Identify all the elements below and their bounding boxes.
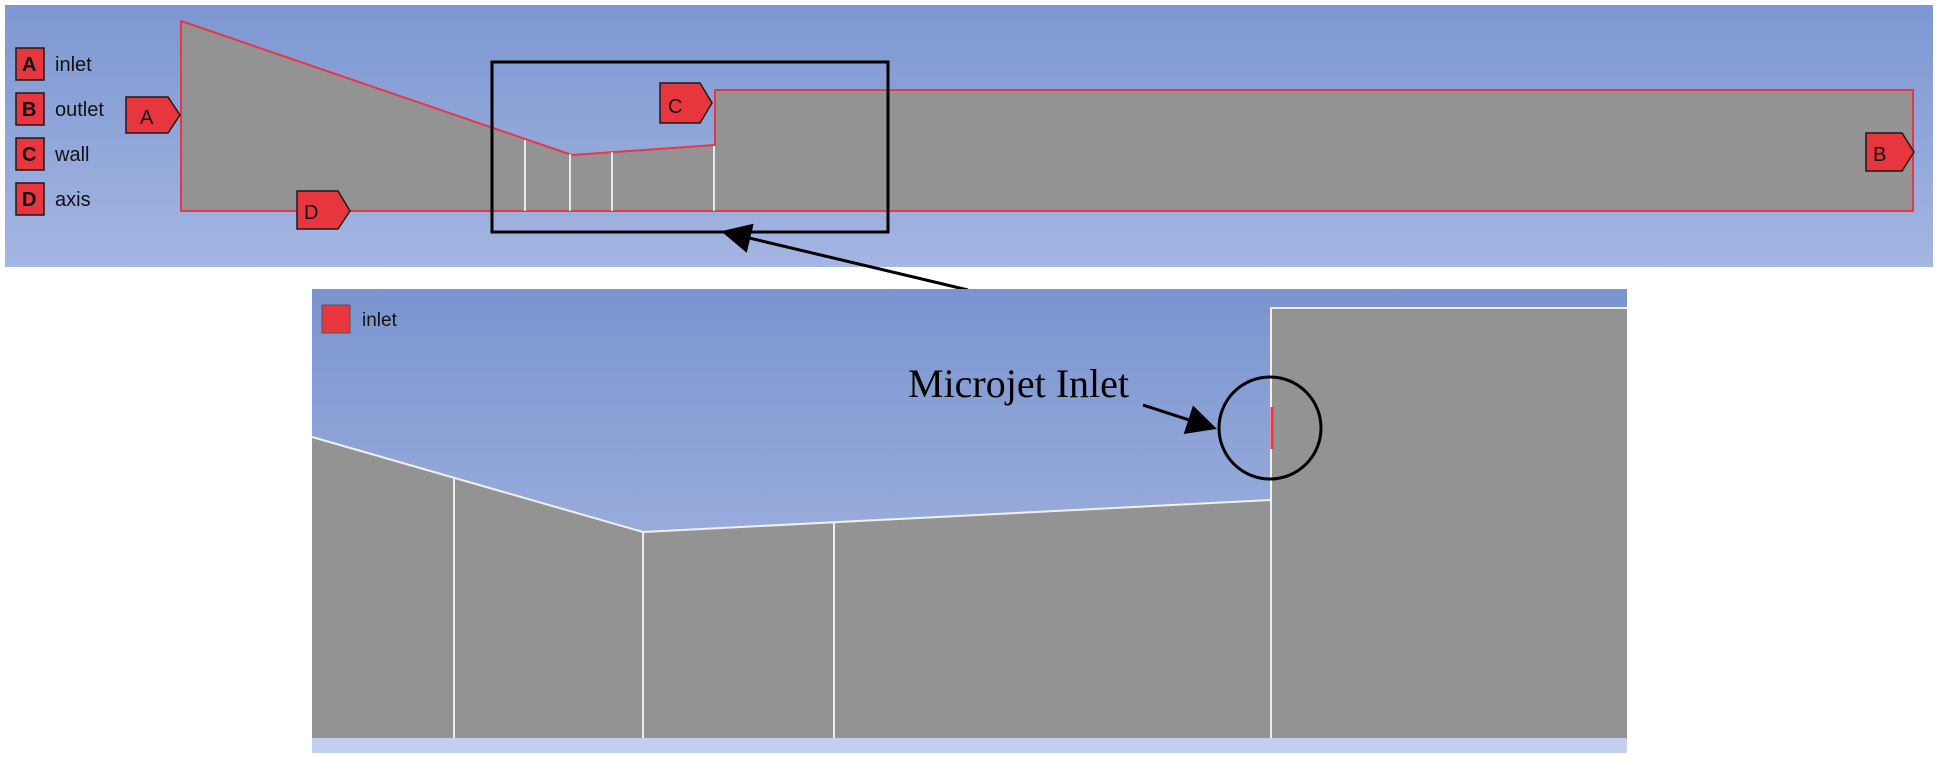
zoom-view-panel: Microjet Inlet inlet (311, 289, 1627, 753)
tag-axis: D (296, 190, 351, 230)
legend-swatch (15, 137, 45, 171)
tag-shape (659, 82, 713, 124)
zoom-legend-item-inlet: inlet (321, 304, 398, 334)
legend-item-outlet: B outlet (15, 92, 104, 126)
legend-label: outlet (55, 99, 104, 121)
tag-shape (1865, 132, 1915, 172)
legend-label: inlet (362, 310, 398, 331)
boundary-legend: A inlet B outlet C wall D axis (15, 47, 104, 216)
legend-letter: B (22, 99, 36, 121)
domain-geometry (180, 19, 1914, 212)
tag-shape (296, 190, 351, 230)
legend-item-axis: D axis (15, 182, 91, 216)
legend-swatch (15, 182, 45, 216)
top-view-panel: A C D B A inlet B outlet (5, 5, 1933, 267)
zoom-block-lines (453, 478, 1272, 738)
tag-inlet: A (125, 96, 181, 134)
microjet-inlet-annotation: Microjet Inlet (908, 361, 1129, 406)
legend-swatch (15, 92, 45, 126)
microjet-highlight-circle (1217, 375, 1323, 481)
legend-letter: A (22, 54, 36, 76)
legend-label: inlet (55, 54, 92, 76)
legend-swatch (15, 47, 45, 81)
tag-outlet: B (1865, 132, 1915, 172)
tag-letter: B (1873, 144, 1886, 166)
legend-letter: C (22, 144, 36, 166)
zoom-region-box (490, 60, 890, 234)
tag-letter: A (140, 107, 154, 129)
zoom-connector-arrow (721, 223, 969, 292)
legend-label: wall (54, 144, 89, 166)
tag-shape (125, 96, 181, 134)
tag-letter: D (304, 202, 318, 224)
zoom-bottom-strip (312, 738, 1627, 753)
legend-letter: D (22, 189, 36, 211)
annotation-arrow (1142, 403, 1217, 434)
legend-label: axis (55, 189, 91, 211)
legend-item-inlet: A inlet (15, 47, 92, 81)
block-divider-lines (524, 140, 715, 211)
legend-item-wall: C wall (15, 137, 89, 171)
tag-wall: C (659, 82, 713, 124)
zoom-domain-geometry (312, 308, 1627, 738)
tag-letter: C (668, 96, 682, 118)
legend-swatch (321, 304, 351, 334)
